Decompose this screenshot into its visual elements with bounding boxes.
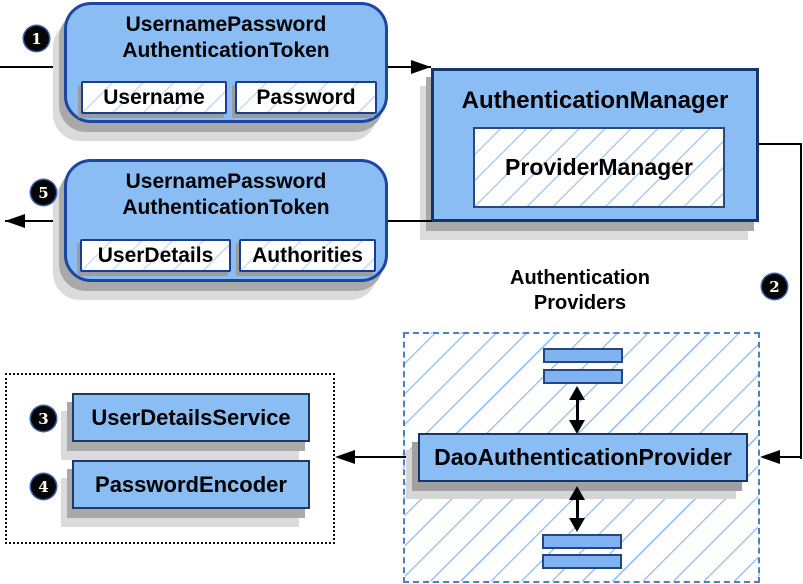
provider-manager-box: ProviderManager <box>473 127 725 208</box>
double-arrow-down-icon <box>569 420 585 434</box>
heading-line1: Authentication <box>510 267 650 289</box>
provider-placeholder-bar <box>542 534 622 549</box>
double-arrow-shaft <box>576 398 579 424</box>
arrowhead-into-collaborators <box>335 450 355 464</box>
double-arrow-up-icon <box>569 386 585 400</box>
user-details-service-label: UserDetailsService <box>91 404 291 430</box>
authorities-field-label: Authorities <box>252 243 363 267</box>
user-details-service-box: UserDetailsService <box>72 393 310 442</box>
arrowhead-response-out <box>5 214 25 228</box>
dao-authentication-provider-box: DaoAuthenticationProvider <box>418 433 748 482</box>
token-response-title: UsernamePassword AuthenticationToken <box>67 162 385 221</box>
connector-response-segment <box>390 220 432 222</box>
token-response-title-line2: AuthenticationToken <box>122 196 330 219</box>
token-request-title-line2: AuthenticationToken <box>122 39 330 62</box>
authorities-field-box: Authorities <box>239 239 376 272</box>
double-arrow-up-icon <box>569 486 585 500</box>
step-badge-2: 2 <box>762 274 787 299</box>
provider-placeholder-bar <box>542 554 622 569</box>
provider-manager-label: ProviderManager <box>505 154 693 180</box>
dao-authentication-provider-label: DaoAuthenticationProvider <box>434 444 732 470</box>
provider-placeholder-bar <box>543 348 623 363</box>
authentication-providers-heading: Authentication Providers <box>430 266 730 316</box>
token-request-title-line1: UsernamePassword <box>125 13 327 36</box>
username-password-token-response: UsernamePassword AuthenticationToken Use… <box>64 159 388 282</box>
step-badge-3: 3 <box>31 406 56 431</box>
connector-manager-to-provider-vertical <box>800 143 802 459</box>
step-badge-1: 1 <box>24 26 49 51</box>
step-badge-5: 5 <box>31 180 56 205</box>
password-field-label: Password <box>256 85 356 109</box>
connector-manager-to-provider-bottom <box>777 456 802 458</box>
connector-manager-to-provider-top <box>759 143 802 145</box>
password-encoder-box: PasswordEncoder <box>72 460 310 509</box>
arrowhead-into-dao-provider <box>760 450 780 464</box>
heading-line2: Providers <box>533 292 627 314</box>
step-badge-4: 4 <box>31 474 56 499</box>
password-field-box: Password <box>235 81 377 114</box>
token-request-title: UsernamePassword AuthenticationToken <box>67 5 385 64</box>
connector-dao-to-collaborators <box>350 456 418 458</box>
username-field-box: Username <box>81 81 227 114</box>
password-encoder-label: PasswordEncoder <box>95 471 287 497</box>
arrowhead-into-authentication-manager <box>411 60 431 74</box>
userdetails-field-label: UserDetails <box>97 243 214 267</box>
userdetails-field-box: UserDetails <box>80 239 231 272</box>
provider-placeholder-bar <box>543 369 623 384</box>
authentication-manager-box: AuthenticationManager ProviderManager <box>431 68 759 222</box>
token-response-title-line1: UsernamePassword <box>125 170 327 193</box>
authentication-manager-title: AuthenticationManager <box>461 87 729 114</box>
username-password-token-request: UsernamePassword AuthenticationToken Use… <box>64 2 388 123</box>
username-field-label: Username <box>103 85 205 109</box>
double-arrow-shaft <box>576 498 579 522</box>
double-arrow-down-icon <box>569 518 585 532</box>
